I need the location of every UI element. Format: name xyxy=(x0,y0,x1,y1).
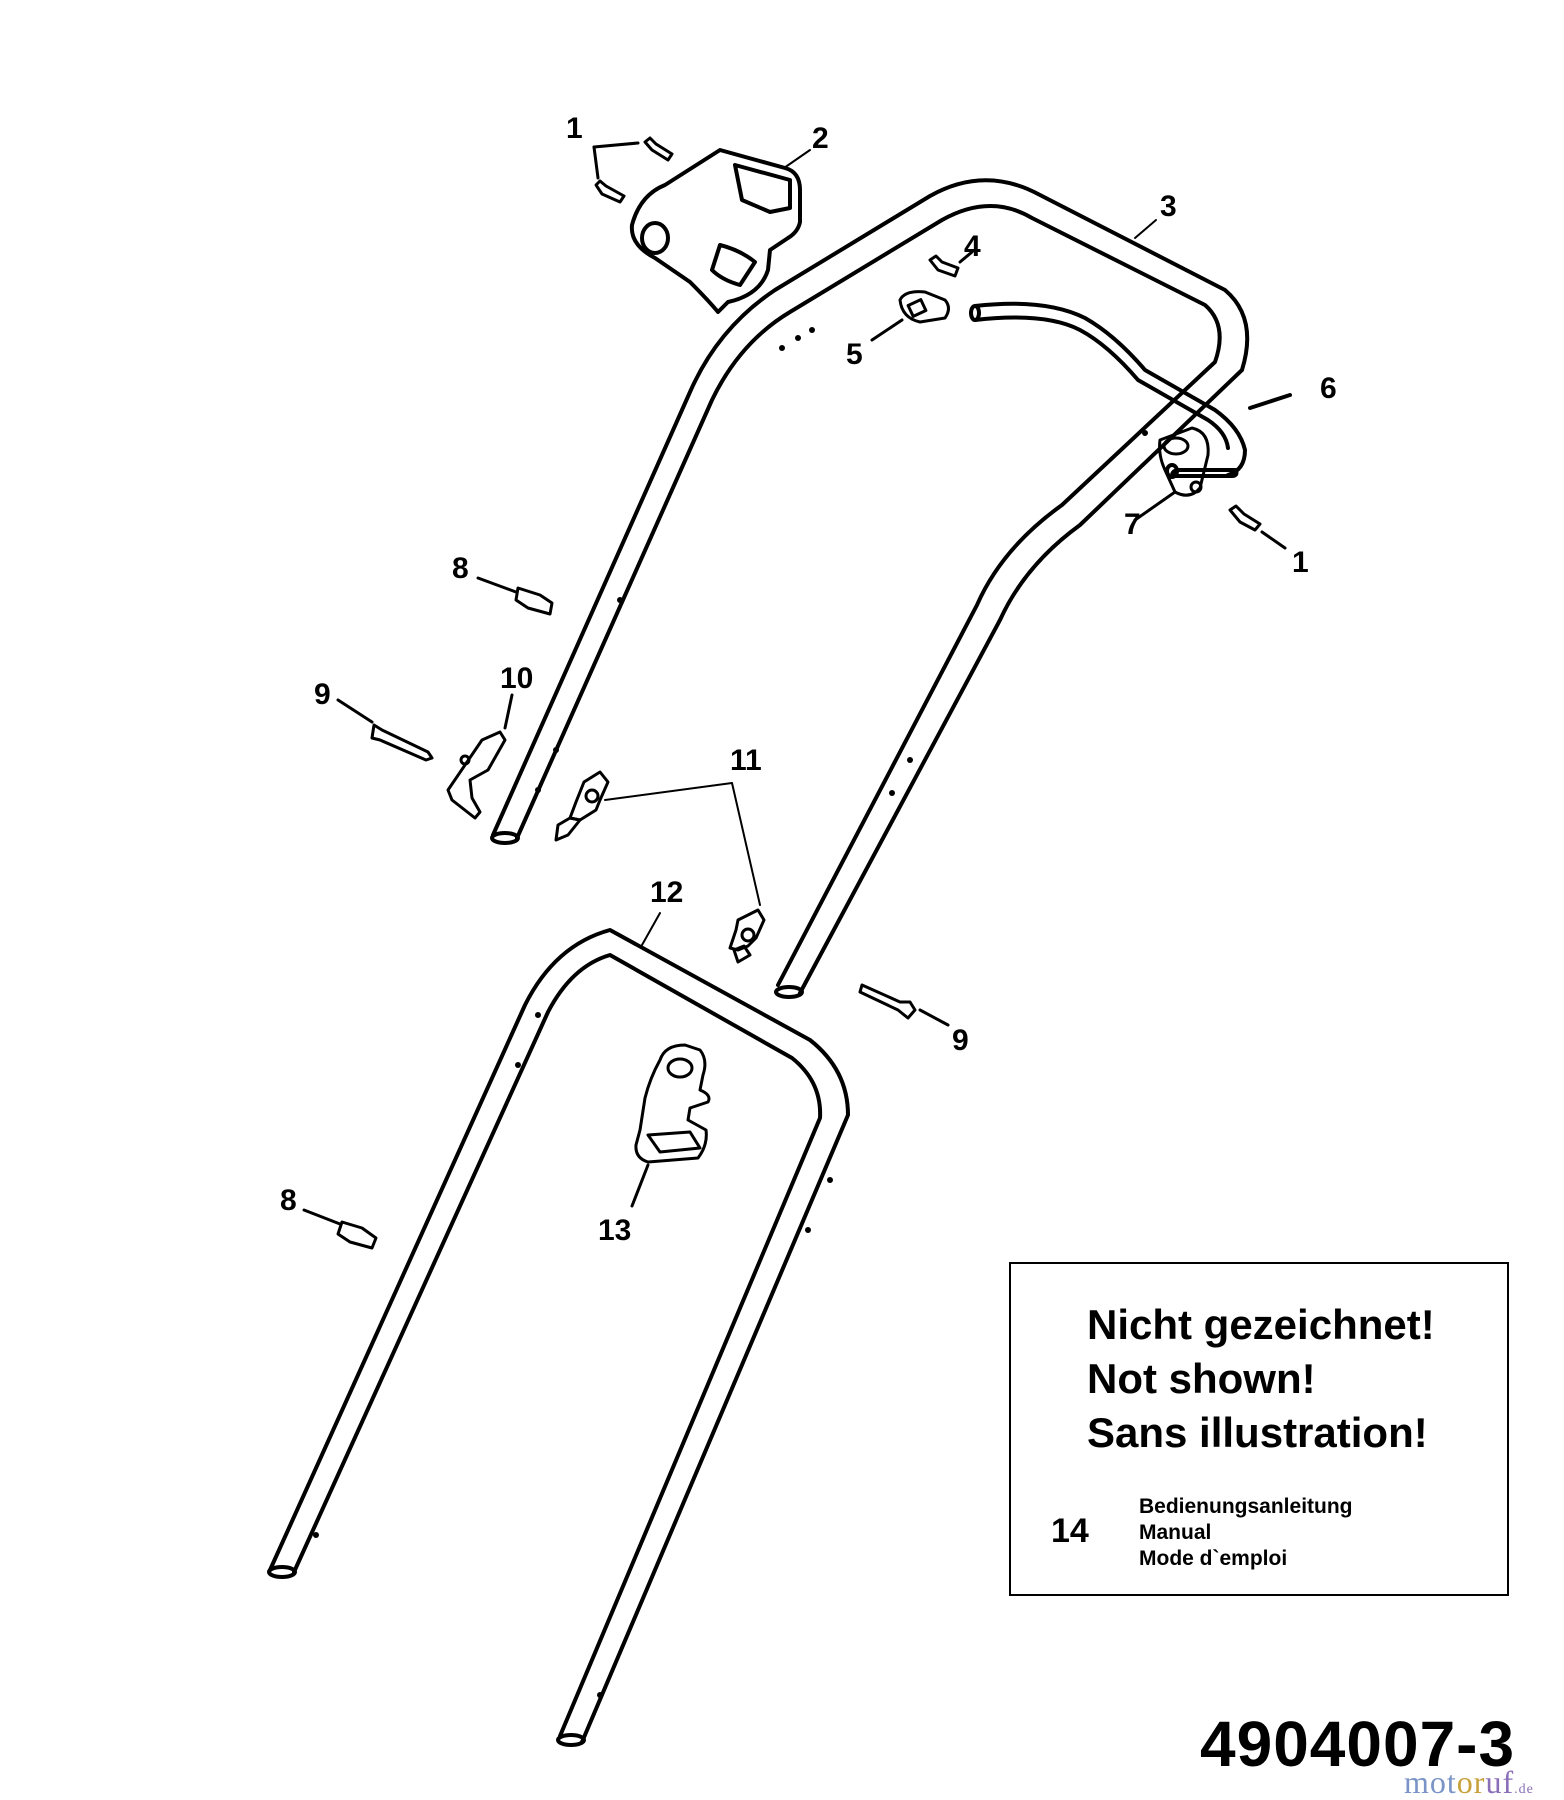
screw-part-1-top xyxy=(592,136,674,204)
upper-handle-holes xyxy=(535,327,1148,796)
callout-4: 4 xyxy=(964,230,981,263)
item-14-number: 14 xyxy=(1051,1512,1089,1550)
callout-6: 6 xyxy=(1320,372,1337,405)
callout-7: 7 xyxy=(1124,508,1141,541)
callout-12: 12 xyxy=(650,876,684,909)
item-14-desc-fr: Mode d`emploi xyxy=(1139,1547,1288,1570)
callout-12-leader xyxy=(641,912,661,946)
upper-handle-tube xyxy=(490,178,1250,999)
callout-11: 11 xyxy=(730,744,762,777)
item-14-desc-en: Manual xyxy=(1139,1521,1212,1544)
callout-3-leader xyxy=(1134,219,1157,239)
bracket-part-10 xyxy=(446,693,514,820)
control-cable-part-6 xyxy=(969,301,1292,479)
callout-2: 2 xyxy=(812,122,829,155)
not-shown-heading-en: Not shown! xyxy=(1087,1355,1316,1402)
callout-11-leaders xyxy=(604,782,761,906)
not-shown-heading-de: Nicht gezeichnet! xyxy=(1087,1301,1435,1348)
bolt-part-9-lower xyxy=(858,983,950,1027)
callout-13: 13 xyxy=(598,1214,632,1247)
switch-housing-part xyxy=(629,148,802,314)
not-shown-box: Nicht gezeichnet! Not shown! Sans illust… xyxy=(1009,1262,1509,1596)
item-14-desc-de: Bedienungsanleitung xyxy=(1139,1495,1353,1518)
clamp-part-7 xyxy=(1133,426,1210,522)
lower-handle-tube xyxy=(267,928,850,1747)
screw-part-4 xyxy=(928,250,974,278)
callout-10: 10 xyxy=(500,662,534,695)
callout-1-right: 1 xyxy=(1292,546,1309,579)
watermark-part-1: mot xyxy=(1404,1764,1457,1800)
callout-3: 3 xyxy=(1160,190,1177,223)
nut-part-8-upper xyxy=(476,576,554,616)
watermark-logo: motoruf.de xyxy=(1404,1766,1534,1798)
callout-9-lower: 9 xyxy=(952,1024,969,1057)
lower-handle-holes xyxy=(313,1012,833,1698)
holder-part-13 xyxy=(630,1043,711,1208)
nut-part-8-lower xyxy=(302,1208,378,1250)
watermark-part-2: or xyxy=(1456,1764,1486,1800)
callout-2-leader xyxy=(783,149,811,169)
clip-part-5 xyxy=(870,290,950,342)
wing-knob-part-11-lower xyxy=(728,908,766,964)
watermark-part-3: uf xyxy=(1485,1764,1515,1800)
drawing-number: 4904007-3 xyxy=(1200,1708,1516,1780)
callout-1-top: 1 xyxy=(566,112,583,145)
callout-8-lower: 8 xyxy=(280,1184,297,1217)
watermark-tld: .de xyxy=(1514,1782,1534,1797)
callout-9-upper: 9 xyxy=(314,678,331,711)
callout-5: 5 xyxy=(846,338,863,371)
screw-part-1-right xyxy=(1228,504,1287,550)
callout-8-upper: 8 xyxy=(452,552,469,585)
bolt-part-9-upper xyxy=(336,698,434,762)
not-shown-heading-fr: Sans illustration! xyxy=(1087,1409,1428,1456)
wing-knob-part-11-upper xyxy=(554,770,610,842)
